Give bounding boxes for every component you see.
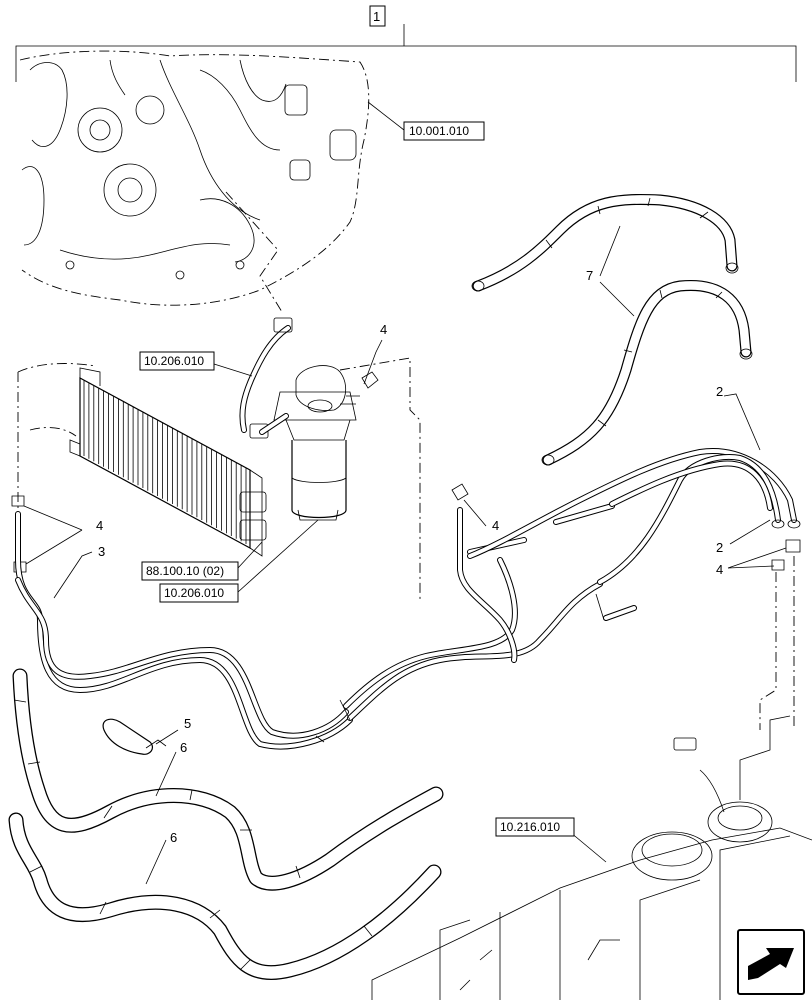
svg-text:3: 3: [98, 544, 105, 559]
svg-text:1: 1: [373, 9, 380, 24]
svg-text:4: 4: [492, 518, 499, 533]
callout-hose-2-bottom: 2: [716, 519, 771, 555]
callout-hose-6-a: 6: [155, 740, 187, 797]
callout-cooler[interactable]: 88.100.10 (02): [141, 541, 263, 581]
callout-engine-ref[interactable]: 10.001.010: [367, 101, 485, 141]
bracket-5: 5: [102, 716, 191, 755]
callout-main[interactable]: 1: [369, 5, 386, 27]
svg-text:88.100.10 (02): 88.100.10 (02): [146, 564, 224, 578]
hose-2-pair: [467, 448, 801, 585]
svg-text:10.001.010: 10.001.010: [409, 124, 469, 138]
svg-text:6: 6: [170, 830, 177, 845]
clip-top: 4: [361, 322, 387, 389]
svg-text:4: 4: [380, 322, 387, 337]
filter-inlet-hose: [239, 317, 293, 439]
svg-text:4: 4: [716, 562, 723, 577]
hose-3: [15, 511, 605, 750]
hose-6-a: [12, 668, 444, 891]
svg-text:5: 5: [184, 716, 191, 731]
engine-drawing: [19, 50, 370, 306]
callout-hose-6-b: 6: [145, 830, 177, 885]
svg-text:10.206.010: 10.206.010: [144, 354, 204, 368]
assembly-bracket: [15, 24, 797, 82]
svg-text:6: 6: [180, 740, 187, 755]
callout-filter[interactable]: 10.206.010: [159, 519, 319, 603]
svg-text:2: 2: [716, 540, 723, 555]
clip-right: 4: [716, 539, 801, 730]
callout-filter-inlet[interactable]: 10.206.010: [139, 351, 253, 377]
hose-7: [471, 193, 753, 466]
fuel-tank: [371, 715, 812, 1000]
svg-text:10.216.010: 10.216.010: [500, 820, 560, 834]
fuel-filter: [273, 365, 360, 521]
svg-text:10.206.010: 10.206.010: [164, 586, 224, 600]
clip-left: 4: [11, 495, 103, 573]
callout-hose-cooler: 3: [53, 544, 105, 599]
callout-hose-2-top: 2: [716, 384, 761, 451]
callout-hose-7: 7: [586, 225, 635, 317]
svg-text:4: 4: [96, 518, 103, 533]
hose-6-b: [8, 812, 442, 981]
svg-text:7: 7: [586, 268, 593, 283]
fuel-cooler: [17, 363, 267, 560]
svg-text:2: 2: [716, 384, 723, 399]
next-page-arrow-icon[interactable]: [737, 929, 805, 995]
callout-tank[interactable]: 10.216.010: [495, 817, 607, 863]
